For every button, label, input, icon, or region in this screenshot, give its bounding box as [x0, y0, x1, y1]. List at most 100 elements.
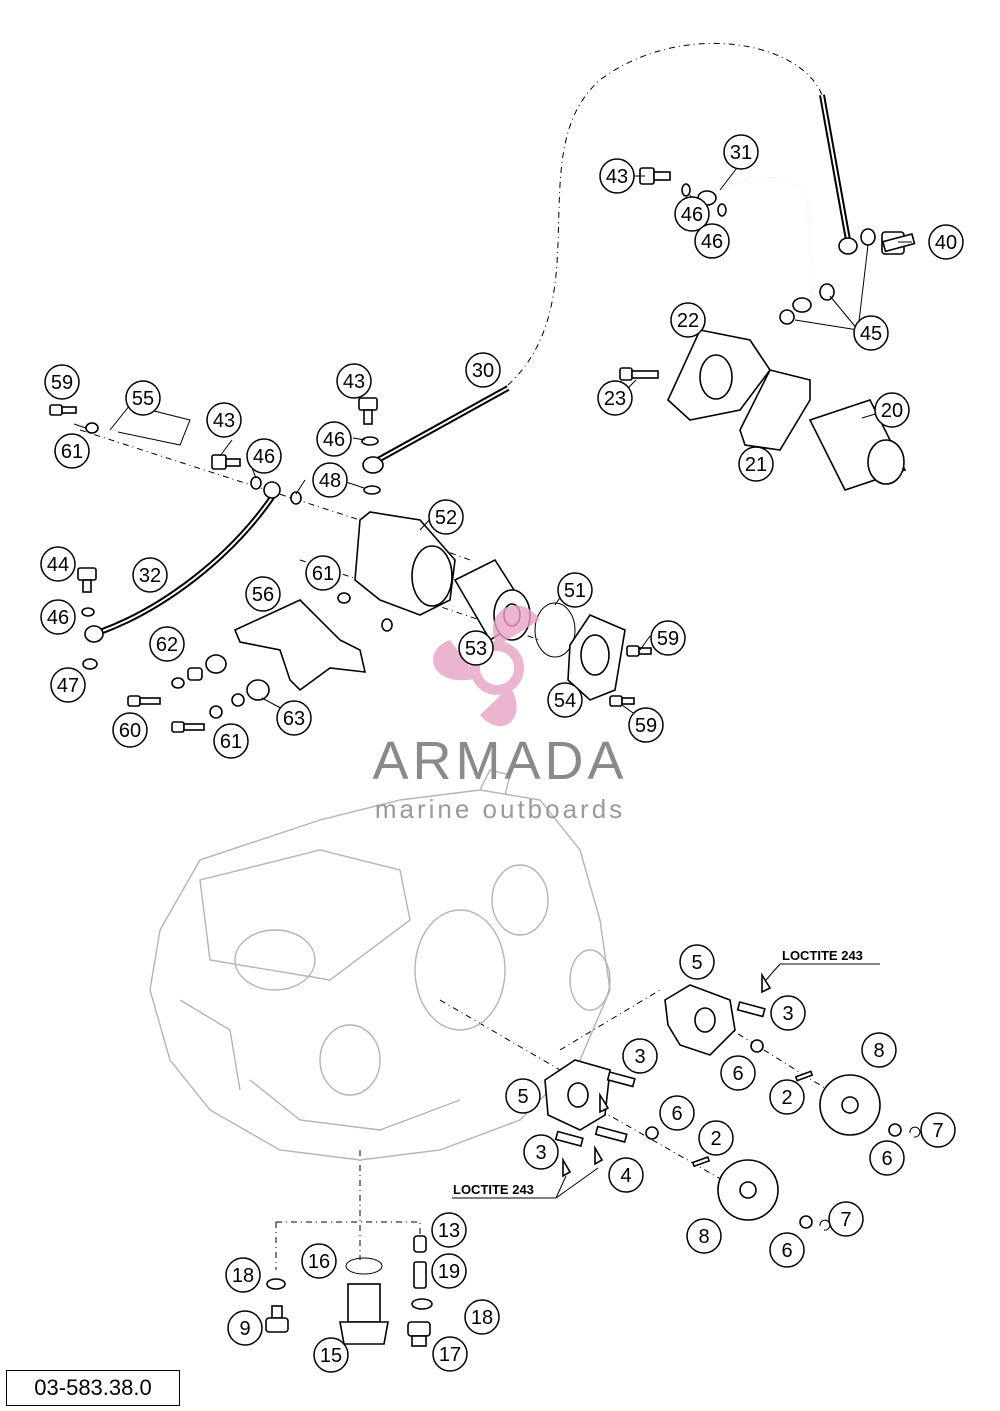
- callout-label: 55: [132, 388, 154, 410]
- callout-label: 48: [319, 470, 341, 492]
- callout-5: 5: [505, 1078, 541, 1114]
- bolt-44: [77, 567, 98, 670]
- loctite-note-top-text: LOCTITE 243: [782, 948, 863, 963]
- callout-circle: [227, 1310, 263, 1346]
- callout-label: 3: [782, 1003, 793, 1025]
- pump-cover-5-lower: [544, 1059, 611, 1131]
- callout-21: 21: [738, 446, 774, 482]
- callout-54: 54: [547, 682, 583, 718]
- callout-label: 43: [606, 166, 628, 188]
- oil-rod-30: [362, 385, 510, 474]
- callout-label: 56: [252, 584, 274, 606]
- callout-59: 59: [650, 620, 686, 656]
- gear-8-upper: [819, 1074, 881, 1136]
- callout-55: 55: [125, 380, 161, 416]
- callout-label: 46: [323, 429, 345, 451]
- callout-circle: [720, 1055, 756, 1091]
- screw-23: [619, 367, 659, 381]
- callout-label: 9: [239, 1318, 250, 1340]
- callout-15: 15: [313, 1337, 349, 1373]
- propeller-logo: [433, 605, 540, 727]
- callout-label: 6: [732, 1063, 743, 1085]
- callout-46: 46: [674, 196, 710, 232]
- callout-label: 52: [435, 507, 457, 529]
- callout-62: 62: [149, 626, 185, 662]
- callout-4: 4: [608, 1157, 644, 1193]
- callout-circle: [225, 1257, 261, 1293]
- callout-6: 6: [869, 1140, 905, 1176]
- callout-circle: [874, 392, 910, 428]
- callout-circle: [132, 557, 168, 593]
- callout-label: 19: [438, 1261, 460, 1283]
- callout-circle: [597, 380, 633, 416]
- callout-31: 31: [723, 134, 759, 170]
- spring-19-sleeve-13: [411, 1235, 433, 1310]
- callout-circle: [861, 1032, 897, 1068]
- callout-circle: [44, 364, 80, 400]
- callout-6: 6: [659, 1095, 695, 1131]
- callout-circle: [828, 1201, 864, 1237]
- washers-61: [209, 592, 393, 719]
- bracket-56: [233, 599, 367, 692]
- callout-label: 6: [781, 1240, 792, 1262]
- callout-circle: [246, 438, 282, 474]
- callout-6: 6: [720, 1055, 756, 1091]
- callout-3: 3: [770, 995, 806, 1031]
- callout-circle: [505, 1078, 541, 1114]
- callout-43: 43: [206, 402, 242, 438]
- screws-59-right: [609, 645, 652, 707]
- washers-6-clips-7: [645, 1039, 921, 1231]
- callout-circle: [245, 576, 281, 612]
- watermark-name: ARMADA: [372, 731, 628, 791]
- callout-label: 8: [698, 1226, 709, 1248]
- callout-8: 8: [686, 1218, 722, 1254]
- callout-51: 51: [557, 572, 593, 608]
- callout-label: 46: [253, 446, 275, 468]
- oil-line-31: [697, 177, 813, 313]
- strainer-15: [339, 1257, 389, 1345]
- callout-circle: [206, 402, 242, 438]
- callout-label: 8: [873, 1040, 884, 1062]
- oil-pipe-long: [819, 94, 858, 255]
- callout-13: 13: [431, 1212, 467, 1248]
- callout-circle: [458, 630, 494, 666]
- callout-label: 61: [220, 731, 242, 753]
- callout-circle: [523, 1134, 559, 1170]
- callout-label: 23: [604, 388, 626, 410]
- cover-54: [567, 614, 626, 701]
- callout-label: 3: [535, 1142, 546, 1164]
- callout-circle: [316, 421, 352, 457]
- callout-19: 19: [431, 1253, 467, 1289]
- callout-label: 30: [472, 360, 494, 382]
- callout-9: 9: [227, 1310, 263, 1346]
- callout-circle: [276, 700, 312, 736]
- callout-circle: [694, 223, 730, 259]
- callout-17: 17: [432, 1336, 468, 1372]
- callout-label: 46: [701, 231, 723, 253]
- callout-18: 18: [464, 1299, 500, 1335]
- callout-label: 63: [283, 708, 305, 730]
- callout-label: 4: [620, 1165, 631, 1187]
- callout-circle: [920, 1112, 956, 1148]
- callout-circle: [670, 302, 706, 338]
- callout-43: 43: [336, 363, 372, 399]
- callout-8: 8: [861, 1032, 897, 1068]
- callout-60: 60: [112, 712, 148, 748]
- o-ring-51: [534, 602, 576, 658]
- callout-7: 7: [920, 1112, 956, 1148]
- callout-label: 61: [61, 441, 83, 463]
- callout-label: 17: [439, 1344, 461, 1366]
- callout-circle: [769, 1079, 805, 1115]
- callout-46: 46: [316, 421, 352, 457]
- callout-3: 3: [523, 1134, 559, 1170]
- screw-59-top: [49, 404, 99, 434]
- callout-circle: [686, 1218, 722, 1254]
- callout-circle: [698, 1120, 734, 1156]
- washers-45: [779, 228, 876, 325]
- callout-40: 40: [928, 224, 964, 260]
- callout-label: 3: [634, 1046, 645, 1068]
- callout-label: 45: [860, 323, 882, 345]
- washer-48: [363, 485, 381, 495]
- oil-line-32: [84, 481, 281, 643]
